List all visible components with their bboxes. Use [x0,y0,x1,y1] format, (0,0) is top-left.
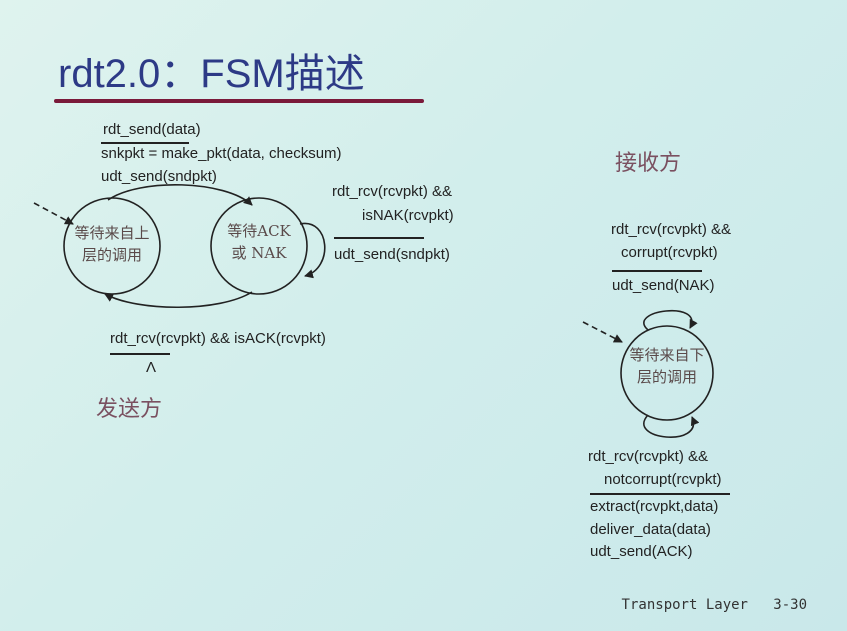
state-line: 等待来自下 [629,346,705,364]
receiver-t2-event: rdt_rcv(rcvpkt) && [588,448,709,465]
receiver-transition-notcorrupt-loop [643,414,700,438]
receiver-t2-event: notcorrupt(rcvpkt) [604,471,722,488]
footer-label: Transport Layer [621,597,748,613]
state-line: 或 NAK [231,244,287,262]
sender-transition-ack [104,291,253,309]
state-line: 层的调用 [636,368,697,386]
receiver-transition-corrupt-loop [643,309,698,331]
sender-state-wait-ack [210,197,308,295]
sender-transition-send [107,183,253,206]
title-underline [54,99,424,103]
transition-bar [612,270,702,272]
receiver-t1-action: udt_send(NAK) [612,277,715,294]
sender-t2-action: udt_send(sndpkt) [334,246,450,263]
receiver-t2-action: extract(rcvpkt,data) [590,498,719,515]
receiver-t1-event: corrupt(rcvpkt) [621,244,718,261]
sender-t1-action: snkpkt = make_pkt(data, checksum) [101,145,342,162]
slide-footer: Transport Layer 3-30 [622,597,807,613]
sender-label: 发送方 [96,397,163,422]
receiver-state-wait-call [620,325,714,421]
sender-t2-event: rdt_rcv(rcvpkt) && [332,183,453,200]
receiver-t1-event: rdt_rcv(rcvpkt) && [611,221,732,238]
sender-initial-arrow [33,202,74,225]
sender-state-wait-ack-label: 等待ACK 或 NAK [209,220,309,264]
receiver-label: 接收方 [615,151,682,176]
sender-transition-nak-loop [299,222,326,279]
receiver-t2-action: deliver_data(data) [590,521,711,538]
receiver-state-wait-call-label: 等待来自下 层的调用 [617,344,717,388]
sender-state-wait-call-label: 等待来自上 层的调用 [62,222,162,266]
sender-t3-event: rdt_rcv(rcvpkt) && isACK(rcvpkt) [110,330,326,347]
transition-bar [334,237,424,239]
sender-t2-event: isNAK(rcvpkt) [362,207,454,224]
sender-t1-action: udt_send(sndpkt) [101,168,217,185]
state-line: 层的调用 [81,246,142,264]
transition-bar [101,142,189,144]
page-title: rdt2.0：FSM描述 [58,52,365,96]
state-line: 等待来自上 [74,224,150,242]
receiver-initial-arrow [582,321,623,343]
state-line: 等待ACK [227,222,291,240]
sender-t3-action: Λ [146,359,157,376]
transition-bar [590,493,730,495]
transition-bar [110,353,170,355]
page-number: 3-30 [773,597,807,613]
receiver-t2-action: udt_send(ACK) [590,543,693,560]
sender-t1-event: rdt_send(data) [103,121,201,138]
